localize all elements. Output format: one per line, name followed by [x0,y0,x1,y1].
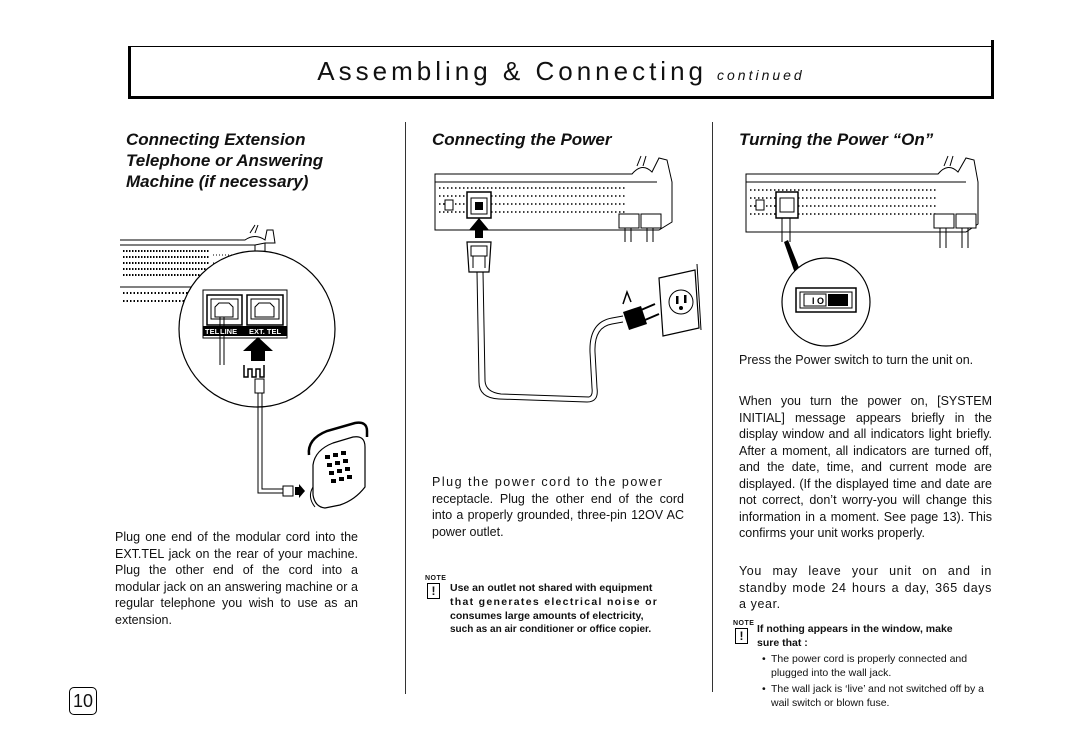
heading-line: Machine (if necessary) [126,172,309,191]
power-on-instruction: Press the Power switch to turn the unit … [739,353,974,367]
page-number: 10 [69,687,97,715]
heading-extension-telephone: Connecting Extension Telephone or Answer… [126,129,396,192]
page-title: Assembling & Connecting continued [131,56,991,87]
jack-label-ext-tel: EXT. TEL [249,327,282,336]
checklist-item: The power cord is properly connected and… [762,652,994,680]
header-bracket-right [991,40,994,98]
power-switch-illustration: I O [738,152,1000,348]
switch-on-off-label: I O [812,296,824,306]
note-line: consumes large amounts of electricity, [450,610,644,622]
extension-phone-illustration: TEL LINE EXT. TEL [115,225,365,515]
heading-line: Telephone or Answering [126,151,324,170]
heading-connecting-power: Connecting the Power [432,130,612,149]
note-nothing-appears: If nothing appears in the window, make s… [757,622,997,650]
system-initial-description: When you turn the power on, [SYSTEM INIT… [739,394,992,540]
exclamation-icon: ! [735,628,748,644]
note-tag: NOTE [733,620,755,627]
note-outlet-warning: Use an outlet not shared with equipment … [450,581,690,637]
power-instructions-rest: receptacle. Plug the other end of the co… [432,491,684,539]
extension-instructions: Plug one end of the modular cord into th… [115,530,358,627]
note-line: that generates electrical noise or [450,596,659,608]
note-line: Use an outlet not shared with equipment [450,582,653,594]
standby-description: You may leave your unit on and in standb… [739,564,992,611]
note-line: sure that : [757,637,808,649]
jack-label-line: LINE [220,327,237,336]
heading-power-on: Turning the Power “On” [739,130,934,149]
jack-label-tel: TEL [205,327,220,336]
power-instructions-line1: Plug the power cord to the power [432,475,664,489]
column-divider-left [405,122,406,694]
note-tag: NOTE [425,575,447,582]
page-title-text: Assembling & Connecting [317,56,707,86]
note-line: If nothing appears in the window, make [757,623,953,635]
column-divider-right [712,122,713,692]
checklist-item: The wall jack is ‘live’ and not switched… [762,682,994,710]
checklist: The power cord is properly connected and… [762,652,994,710]
page-title-continued: continued [717,67,805,83]
note-line: such as an air conditioner or office cop… [450,624,652,635]
power-cord-illustration [427,152,702,414]
header-rule-top [128,46,994,47]
heading-line: Connecting Extension [126,130,306,149]
exclamation-icon: ! [427,583,440,599]
header-bracket-left [128,46,131,98]
power-instructions: Plug the power cord to the power recepta… [432,474,684,540]
header-rule-bottom [128,96,994,99]
